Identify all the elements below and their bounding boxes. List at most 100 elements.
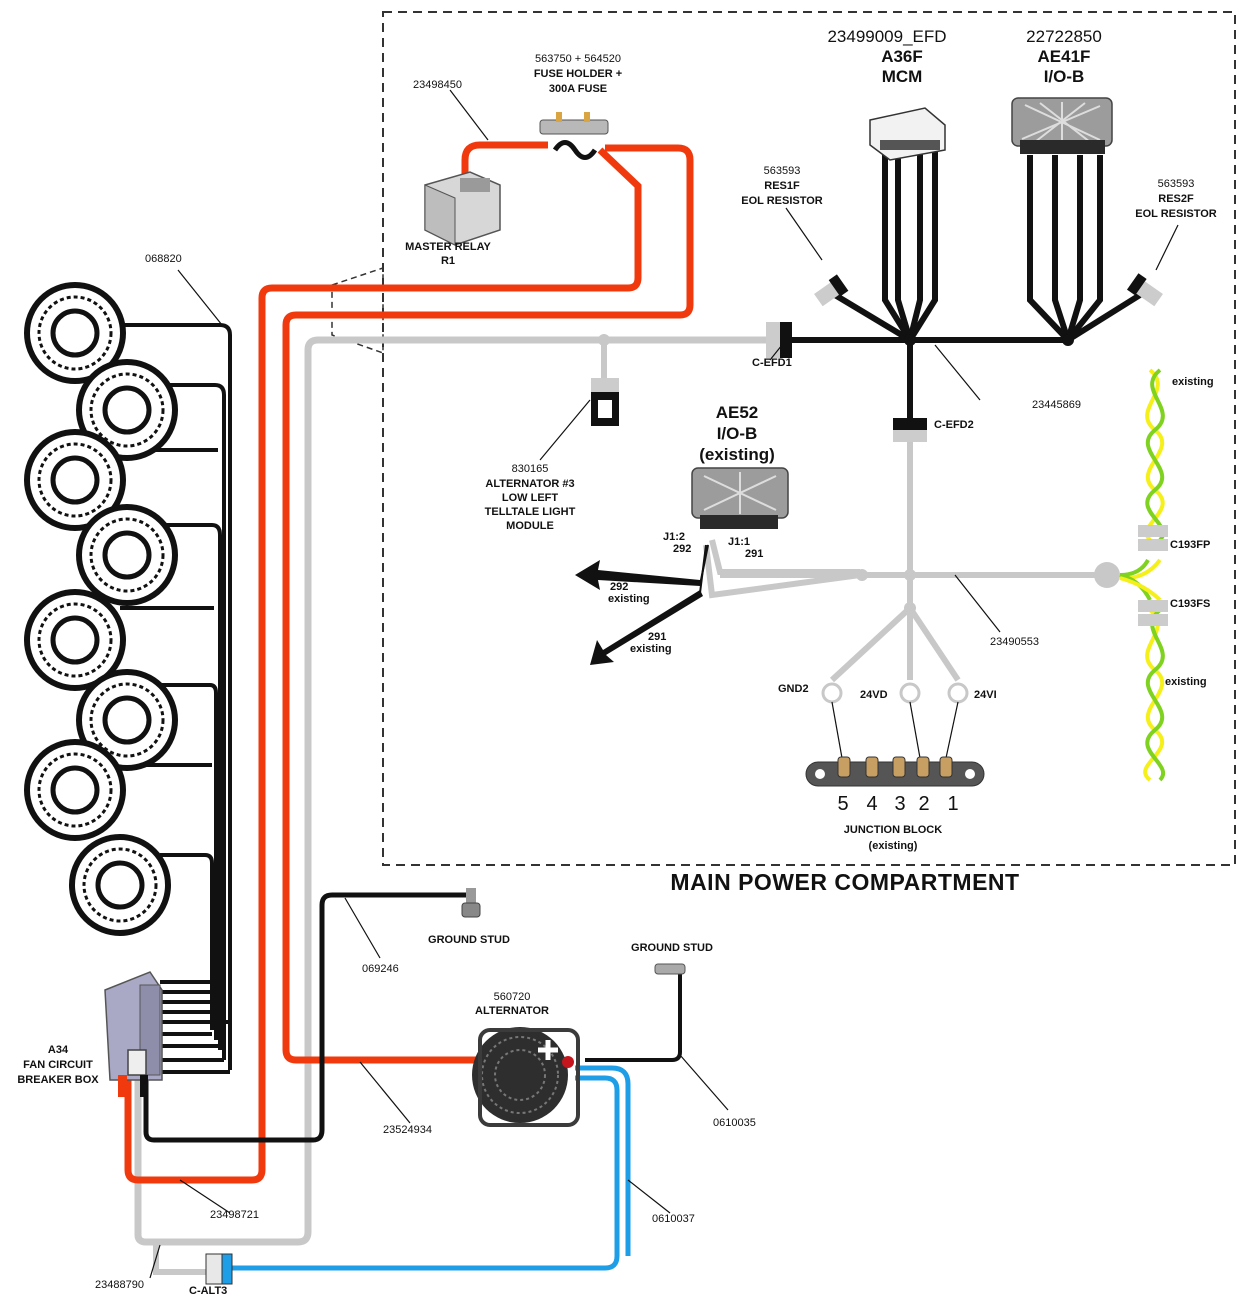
fan-7 bbox=[24, 739, 126, 841]
arrow-291-note: existing bbox=[630, 643, 672, 655]
black-harness bbox=[790, 150, 1142, 420]
res2f-label-2: EOL RESISTOR bbox=[1135, 208, 1217, 220]
gray-wire-cb-to-efd1 bbox=[134, 336, 780, 1246]
w291-label: 291 bbox=[745, 548, 763, 560]
fan-8 bbox=[69, 834, 171, 936]
terminal-pointers bbox=[831, 701, 959, 759]
fan-6 bbox=[76, 669, 178, 771]
ground-stud-1-label: GROUND STUD bbox=[428, 934, 510, 946]
fuse-holder bbox=[539, 112, 609, 160]
c193fs-label: C193FS bbox=[1170, 598, 1210, 610]
twisted-pair bbox=[1119, 368, 1166, 782]
arrow-292-note: existing bbox=[608, 593, 650, 605]
arrow-292-icon bbox=[575, 560, 700, 590]
fan-3 bbox=[24, 429, 126, 531]
c-alt3-label: C-ALT3 bbox=[189, 1285, 227, 1297]
alternator-part: 560720 bbox=[494, 991, 531, 1003]
c-efd1-connector bbox=[766, 322, 792, 358]
master-relay-part: 23498450 bbox=[413, 79, 462, 91]
master-relay-label-1: MASTER RELAY bbox=[405, 241, 491, 253]
res1f-label-2: EOL RESISTOR bbox=[741, 195, 823, 207]
mcm-part: 23499009_EFD bbox=[827, 27, 946, 46]
mcm-module bbox=[869, 107, 946, 161]
fuse-label-1: FUSE HOLDER + bbox=[534, 68, 622, 80]
black-wire-alt-ground bbox=[585, 970, 682, 1062]
fan-1 bbox=[24, 282, 126, 384]
telltale-label-1: ALTERNATOR #3 bbox=[485, 478, 574, 490]
jb-num-5: 5 bbox=[837, 793, 848, 815]
fan-circuit-breaker-box bbox=[104, 971, 163, 1097]
main-power-compartment-border bbox=[382, 11, 1236, 866]
fan-5 bbox=[24, 589, 126, 691]
splice-1 bbox=[856, 569, 868, 581]
alternator bbox=[472, 1027, 580, 1127]
compartment-title: MAIN POWER COMPARTMENT bbox=[670, 869, 1019, 895]
c193fp-connector bbox=[1138, 525, 1168, 551]
fan-2 bbox=[76, 359, 178, 461]
splice-3 bbox=[904, 602, 916, 614]
c193fp-label: C193FP bbox=[1170, 539, 1210, 551]
jb-num-3: 3 bbox=[894, 793, 905, 815]
blue-wire-alt-2 bbox=[575, 1065, 631, 1256]
ground-stud-2-label: GROUND STUD bbox=[631, 942, 713, 954]
alternator-label: ALTERNATOR bbox=[475, 1005, 549, 1017]
c-alt3-connector bbox=[205, 1253, 233, 1285]
io-b-ae41f-label-1: AE41F bbox=[1038, 47, 1091, 66]
j1-2-label: J1:2 bbox=[663, 531, 685, 543]
alt-ground-label: 0610035 bbox=[713, 1117, 756, 1129]
splice-large bbox=[1094, 562, 1120, 588]
gray-wire-to-calt3 bbox=[153, 1242, 208, 1275]
c193fs-connector bbox=[1138, 600, 1168, 626]
fuse-part: 563750 + 564520 bbox=[535, 53, 621, 65]
splice-mcm bbox=[904, 334, 916, 346]
arrow-292-label: 292 bbox=[610, 581, 628, 593]
24vd-label: 24VD bbox=[860, 689, 888, 701]
master-relay-label-2: R1 bbox=[441, 255, 455, 267]
ground-wire-label: 069246 bbox=[362, 963, 399, 975]
splice-ae41f bbox=[1062, 334, 1074, 346]
gray-harness-label: 23490553 bbox=[990, 636, 1039, 648]
arrow-291-label: 291 bbox=[648, 631, 666, 643]
black-wire-ground bbox=[143, 892, 470, 1143]
io-b-ae41f-part: 22722850 bbox=[1026, 27, 1102, 46]
splice-2 bbox=[904, 569, 916, 581]
terminal-24vi bbox=[947, 682, 969, 704]
blue-wire-alt-to-calt3 bbox=[228, 1075, 620, 1271]
res1f-label-1: RES1F bbox=[764, 180, 800, 192]
w292-label: 292 bbox=[673, 543, 691, 555]
c-efd1-label: C-EFD1 bbox=[752, 357, 792, 369]
telltale-label-2: LOW LEFT bbox=[502, 492, 558, 504]
blue-label: 0610037 bbox=[652, 1213, 695, 1225]
fan-4 bbox=[76, 504, 178, 606]
fan-cb-label-2: FAN CIRCUIT bbox=[23, 1059, 93, 1071]
res2f-part: 563593 bbox=[1158, 178, 1195, 190]
red-alt-label: 23524934 bbox=[383, 1124, 432, 1136]
red-wire-cb-to-relay bbox=[124, 147, 642, 1184]
junction-block bbox=[805, 756, 985, 787]
fan-cb-label-1: A34 bbox=[48, 1044, 69, 1056]
terminal-gnd2 bbox=[821, 682, 843, 704]
ae52-label-3: (existing) bbox=[699, 445, 775, 464]
c-efd2-connector bbox=[893, 418, 927, 442]
telltale-label-3: TELLTALE LIGHT bbox=[485, 506, 576, 518]
gray-cb-label: 23488790 bbox=[95, 1279, 144, 1291]
gnd2-label: GND2 bbox=[778, 683, 809, 695]
red-wire-relay-to-fuse bbox=[461, 141, 548, 180]
ground-stud-1 bbox=[461, 888, 481, 918]
res1f-resistor bbox=[814, 274, 849, 307]
existing-top: existing bbox=[1172, 376, 1214, 388]
res2f-resistor bbox=[1126, 273, 1163, 307]
telltale-label-4: MODULE bbox=[506, 520, 554, 532]
io-b-ae41f-module bbox=[1011, 97, 1113, 154]
c-efd2-label: C-EFD2 bbox=[934, 419, 974, 431]
arrow-291-line bbox=[699, 544, 707, 594]
arrow-291-icon bbox=[590, 590, 703, 665]
io-b-ae41f-label-2: I/O-B bbox=[1044, 67, 1085, 86]
fan-cb-label-3: BREAKER BOX bbox=[17, 1074, 99, 1086]
telltale-splice bbox=[598, 334, 610, 346]
fan-harness-label: 068820 bbox=[145, 253, 182, 265]
ae52-label-2: I/O-B bbox=[717, 424, 758, 443]
terminal-24vd bbox=[899, 682, 921, 704]
res1f-part: 563593 bbox=[764, 165, 801, 177]
